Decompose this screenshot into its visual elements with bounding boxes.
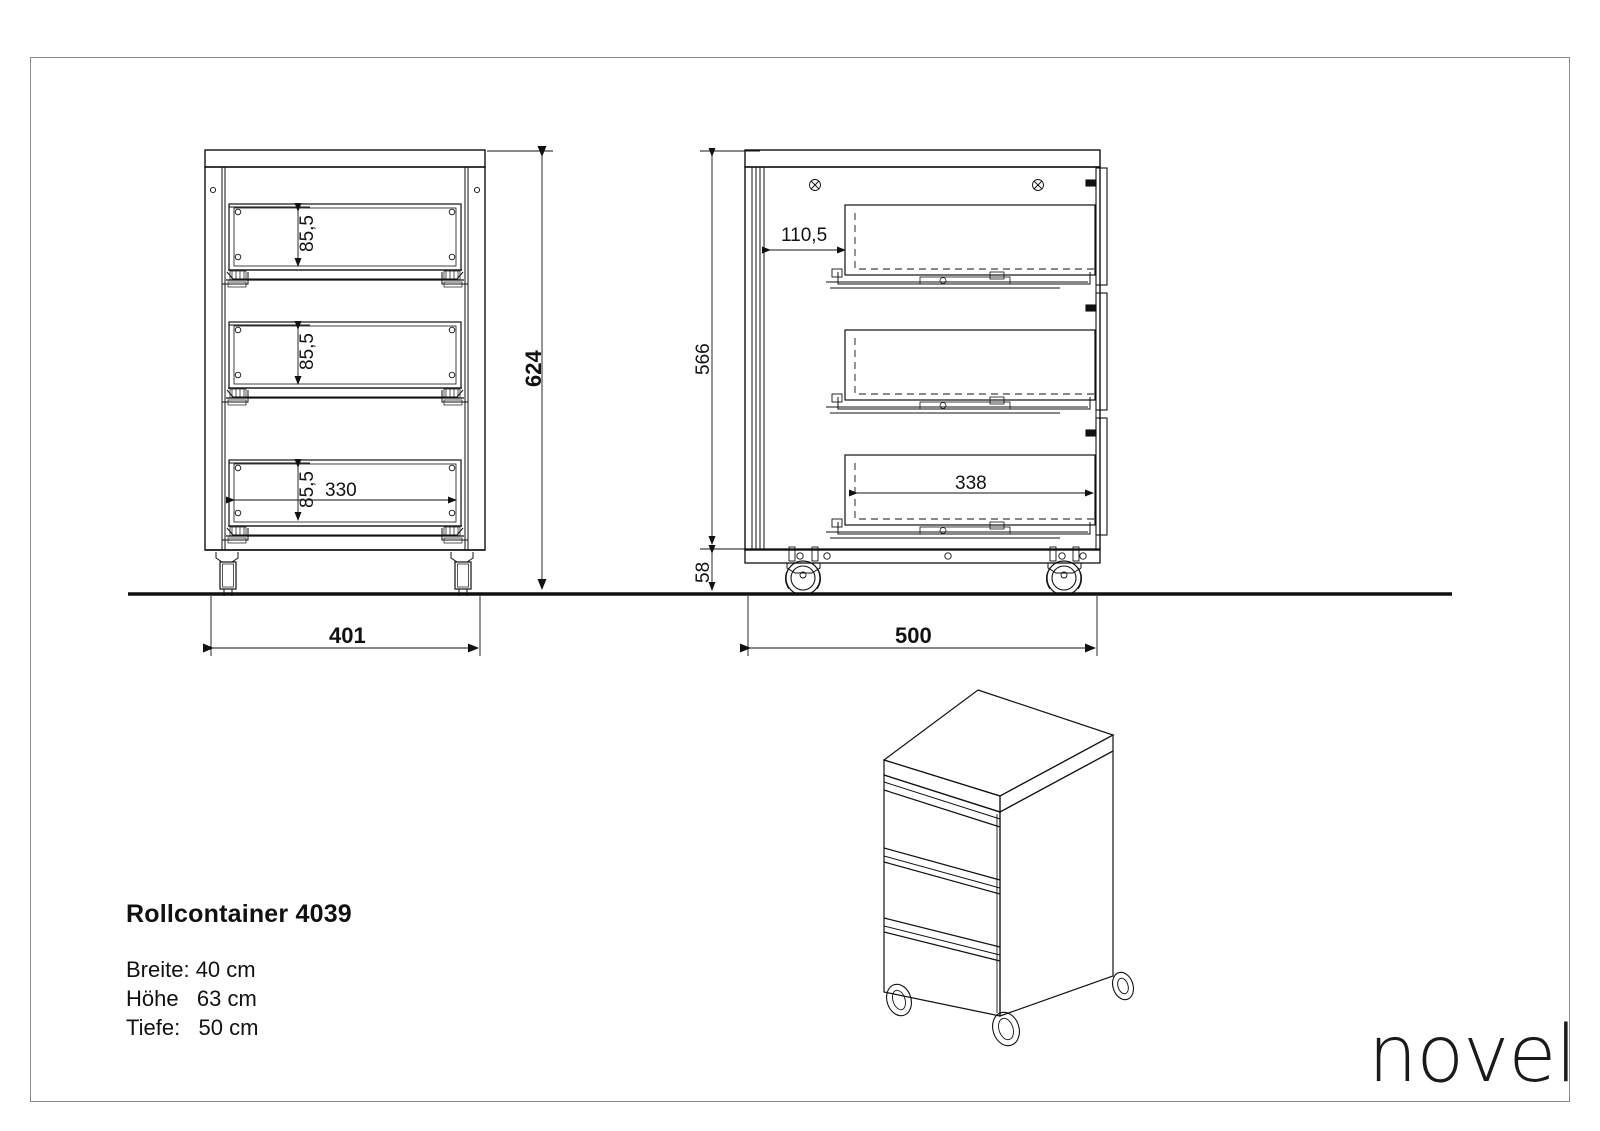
dim-label-front-total-height: 624 [521,350,546,387]
dim-front-drawer-h-2 [229,321,310,389]
dim-label-side-drawer-depth: 338 [955,473,987,494]
side-drawer-3 [826,454,1096,539]
screw-symbol-right [1032,179,1044,191]
dim-front-drawer-h-1 [229,203,310,271]
title-block: Rollcontainer 4039 Breite: 40 cm Höhe 63… [126,900,352,1042]
front-elevation-view [203,146,553,656]
screw-symbol-left [809,179,821,191]
dim-front-total-width [203,596,481,656]
front-caster-left [215,552,239,596]
isometric-product-view [882,689,1134,1047]
iso-caster-front-left [886,983,912,1017]
side-caster-right [1046,560,1082,596]
spec-breite: Breite: 40 cm [126,957,256,982]
front-caster-right [450,552,474,596]
side-drawer-2 [826,329,1096,414]
spec-hoehe: Höhe 63 cm [126,986,257,1011]
front-drawer-2 [221,321,469,406]
side-elevation-view [700,148,1108,656]
novel-logo: novel [1368,1010,1577,1100]
dim-label-front-drawer-h-3: 85,5 [297,471,318,508]
iso-caster-rear-right [1112,971,1134,1001]
dim-label-front-total-width: 401 [329,623,366,648]
dim-label-side-setback: 110,5 [781,225,828,246]
dim-label-side-body-height: 566 [693,343,714,375]
front-drawer-1 [221,203,469,288]
product-title: Rollcontainer 4039 [126,900,352,928]
dim-front-drawer-h-3 [229,459,310,521]
dim-label-side-caster-height: 58 [693,561,714,583]
sheet-border [30,57,1570,1102]
dim-label-front-drawer-width: 330 [325,480,357,501]
front-drawer-3 [221,459,469,544]
iso-caster-front-right [992,1011,1020,1047]
dim-side-caster-height [700,545,760,595]
dim-label-front-drawer-h-1: 85,5 [297,215,318,252]
side-caster-left [785,560,821,596]
side-drawer-1 [826,204,1096,289]
spec-tiefe: Tiefe: 50 cm [126,1015,259,1040]
dim-label-side-total-depth: 500 [895,623,932,648]
dim-label-front-drawer-h-2: 85,5 [297,333,318,370]
dim-side-total-depth [740,596,1098,656]
dim-front-total-height [478,146,553,595]
